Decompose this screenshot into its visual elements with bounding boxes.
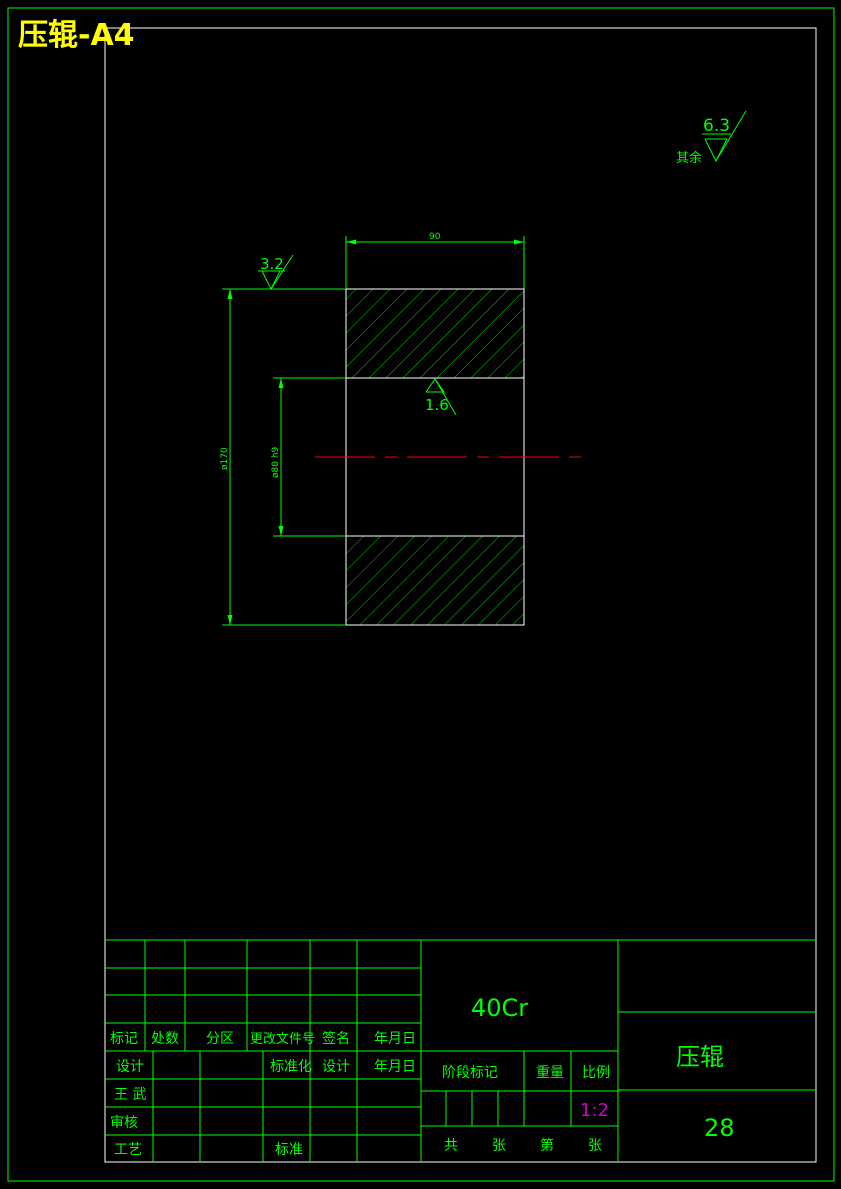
label-ratio: 比例	[582, 1065, 610, 1081]
roller-section	[345, 288, 525, 626]
bore-diameter-text: ø80 h9	[271, 446, 281, 478]
bore-roughness-symbol: 1.6	[425, 378, 457, 416]
bore-diameter-dimension: ø80 h9	[271, 377, 346, 537]
label-design: 设计	[116, 1059, 144, 1075]
width-dim-text: 90	[429, 232, 441, 242]
rev-header-doc: 更改文件号	[250, 1032, 315, 1047]
drawing-number: 28	[704, 1114, 735, 1142]
general-roughness-value: 6.3	[703, 116, 730, 136]
bore-roughness-value: 1.6	[425, 396, 449, 414]
label-stage-mark: 阶段标记	[442, 1065, 498, 1081]
upper-hatched-section	[345, 288, 525, 379]
general-roughness-label: 其余	[676, 150, 702, 166]
title-block	[105, 939, 816, 1162]
rev-header-date: 年月日	[374, 1031, 416, 1047]
outer-diameter-text: ø170	[220, 447, 230, 470]
width-dimension: 90	[345, 232, 525, 289]
label-review: 审核	[110, 1115, 138, 1131]
lower-hatched-section	[345, 535, 525, 626]
label-sheets-unit: 张	[492, 1138, 506, 1154]
part-name: 压辊	[676, 1043, 724, 1071]
rev-header-mark: 标记	[110, 1031, 138, 1047]
label-approve: 标准	[275, 1142, 303, 1158]
material-text: 40Cr	[471, 994, 528, 1022]
general-roughness-symbol: 其余 6.3	[676, 110, 747, 166]
outer-diameter-dimension: ø170	[220, 288, 346, 626]
label-date: 年月日	[374, 1059, 416, 1075]
label-sheet-unit2: 张	[588, 1138, 602, 1154]
label-design2: 设计	[322, 1059, 350, 1075]
label-process: 工艺	[114, 1142, 142, 1158]
label-weight: 重量	[536, 1065, 564, 1081]
outer-border	[7, 7, 835, 1182]
rev-header-count: 处数	[151, 1031, 179, 1047]
label-sheet-no: 第	[540, 1137, 554, 1154]
scale-value: 1:2	[580, 1100, 609, 1121]
inner-frame	[104, 27, 817, 1163]
designer-name: 王 武	[114, 1087, 146, 1103]
label-standardize: 标准化	[270, 1059, 312, 1075]
label-sheets-total: 共	[444, 1138, 458, 1154]
title-block-text: 标记 处数 分区 更改文件号 签名 年月日 设计 标准化 设计 年月日 王 武 …	[110, 994, 735, 1158]
rev-header-zone: 分区	[206, 1031, 234, 1047]
top-roughness-symbol: 3.2	[258, 254, 294, 291]
rev-header-sign: 签名	[322, 1030, 350, 1047]
top-roughness-value: 3.2	[260, 255, 284, 273]
sheet-title: 压辊-A4	[18, 18, 135, 53]
